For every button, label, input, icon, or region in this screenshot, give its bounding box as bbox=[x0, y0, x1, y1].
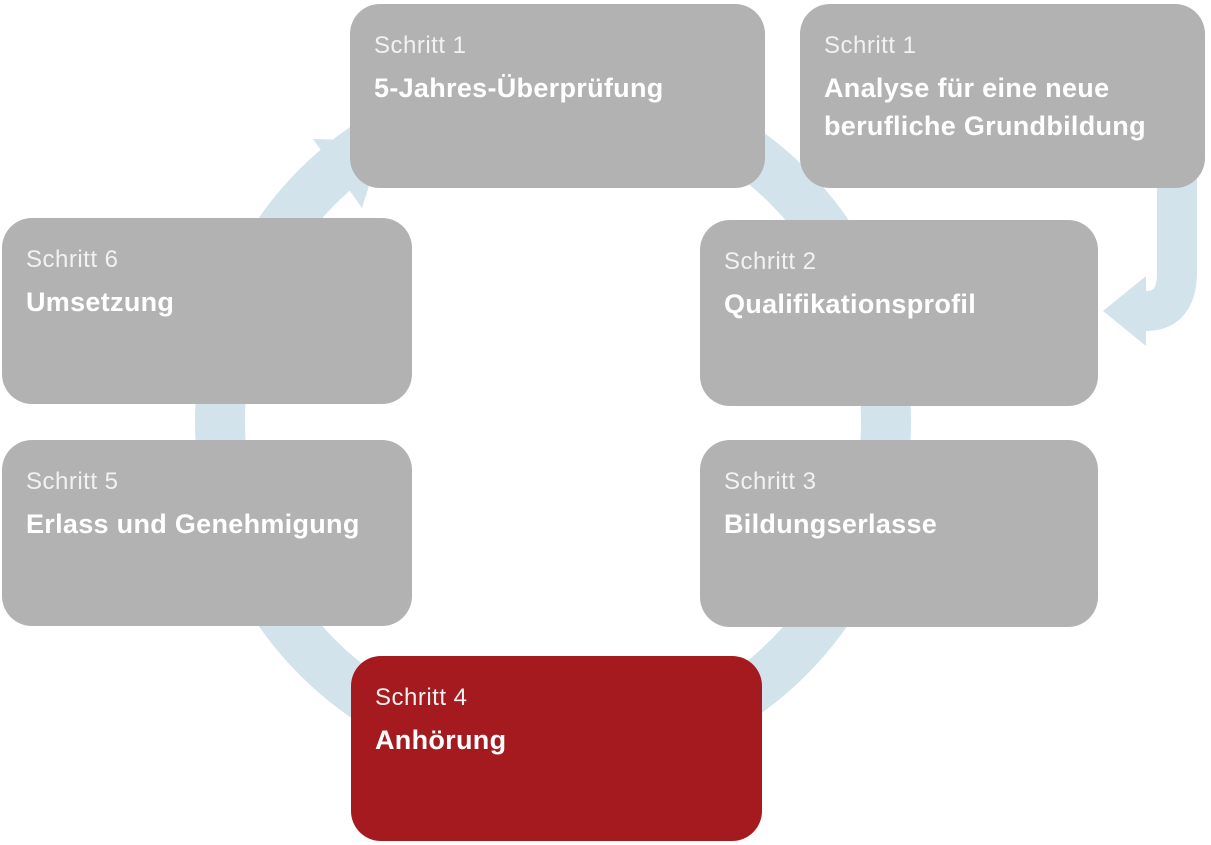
step-label: Schritt 4 bbox=[375, 684, 468, 711]
entry-arrowhead-icon bbox=[1103, 276, 1146, 346]
step-label: Schritt 1 bbox=[374, 32, 467, 59]
step-title: Analyse für eine neue berufliche Grundbi… bbox=[824, 73, 1146, 141]
step-title: Bildungserlasse bbox=[724, 509, 938, 539]
step-label: Schritt 6 bbox=[26, 246, 119, 273]
step-label: Schritt 2 bbox=[724, 248, 817, 275]
step-box-umsetzung: Schritt 6 Umsetzung bbox=[2, 218, 412, 404]
step-box-5-jahres-ueberpruefung: Schritt 1 5-Jahres-Überprüfung bbox=[350, 4, 765, 188]
step-label: Schritt 3 bbox=[724, 468, 817, 495]
step-box-erlass-und-genehmigung: Schritt 5 Erlass und Genehmigung bbox=[2, 440, 412, 626]
step-title: Anhörung bbox=[375, 725, 507, 755]
entry-arrow-shaft bbox=[1144, 130, 1197, 331]
step-title: Qualifikationsprofil bbox=[724, 289, 977, 319]
step-box-qualifikationsprofil: Schritt 2 Qualifikationsprofil bbox=[700, 220, 1098, 406]
step-title: Erlass und Genehmigung bbox=[26, 509, 360, 539]
step-label: Schritt 1 bbox=[824, 32, 917, 59]
step-box-anhoerung-highlighted: Schritt 4 Anhörung bbox=[351, 656, 762, 841]
step-label: Schritt 5 bbox=[26, 468, 119, 495]
step-box-analyse-neue-grundbildung: Schritt 1 Analyse für eine neue beruflic… bbox=[800, 4, 1205, 188]
step-box-bildungserlasse: Schritt 3 Bildungserlasse bbox=[700, 440, 1098, 627]
step-title: 5-Jahres-Überprüfung bbox=[374, 73, 664, 103]
step-title: Umsetzung bbox=[26, 287, 175, 317]
